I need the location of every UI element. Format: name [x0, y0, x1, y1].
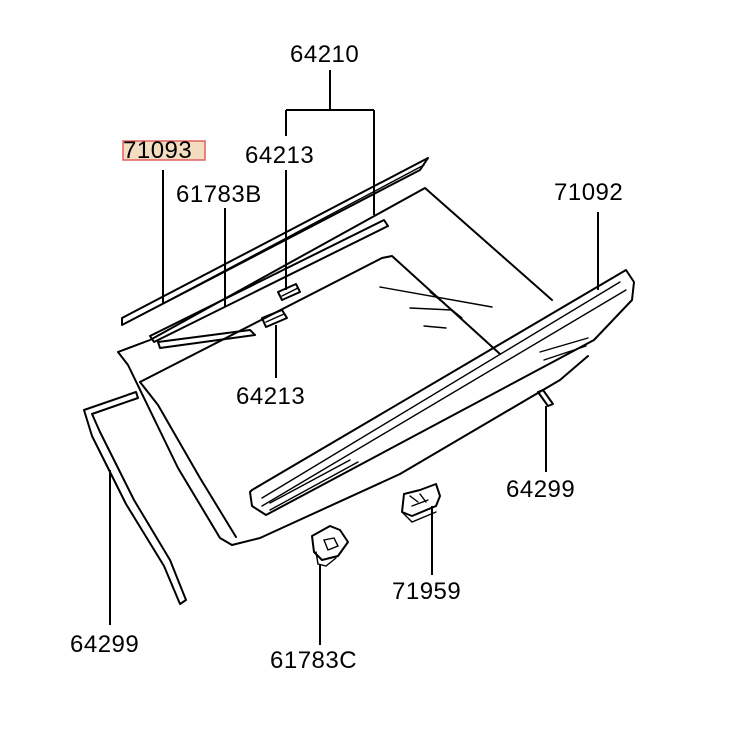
label-64210[interactable]: 64210 — [290, 41, 359, 68]
label-61783c[interactable]: 61783C — [270, 647, 357, 674]
clip-61783c — [311, 525, 349, 567]
label-71959[interactable]: 71959 — [392, 578, 461, 605]
label-61783b[interactable]: 61783B — [176, 181, 262, 208]
moulding-71092 — [249, 269, 635, 516]
label-71093[interactable]: 71093 — [123, 137, 192, 164]
part-71093-highlight[interactable] — [122, 140, 206, 161]
clip-64213-upper — [277, 283, 301, 301]
clip-71959 — [401, 483, 441, 523]
moulding-71093 — [121, 157, 429, 326]
leader-lines — [109, 70, 599, 645]
side-moulding-64299-right — [537, 389, 554, 407]
side-moulding-64299-left — [83, 391, 187, 605]
label-64213-top[interactable]: 64213 — [245, 142, 314, 169]
label-64213-bottom[interactable]: 64213 — [236, 383, 305, 410]
label-71092[interactable]: 71092 — [554, 179, 623, 206]
label-64299-left[interactable]: 64299 — [70, 631, 139, 658]
strip-61783b — [149, 219, 389, 349]
label-64299-right[interactable]: 64299 — [506, 476, 575, 503]
windshield-glass — [117, 187, 589, 546]
